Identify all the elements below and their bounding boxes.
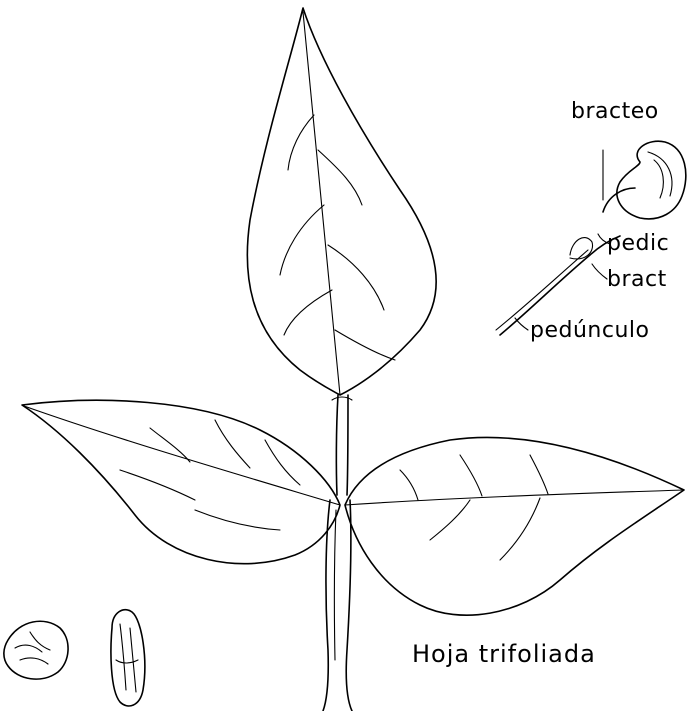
petiole — [332, 395, 352, 495]
seed-right — [111, 610, 145, 706]
figure-caption: Hoja trifoliada — [412, 640, 596, 668]
peduncle-label: pedúnculo — [530, 318, 649, 343]
pedicelo-label: pedic — [607, 231, 669, 256]
right-leaflet — [345, 437, 684, 615]
stem — [323, 500, 352, 711]
seed-left — [4, 621, 68, 679]
left-leaflet — [22, 400, 340, 563]
bracteola-label: bracteo — [571, 99, 659, 124]
bractea-label: bract — [607, 267, 667, 292]
terminal-leaflet — [247, 8, 436, 395]
